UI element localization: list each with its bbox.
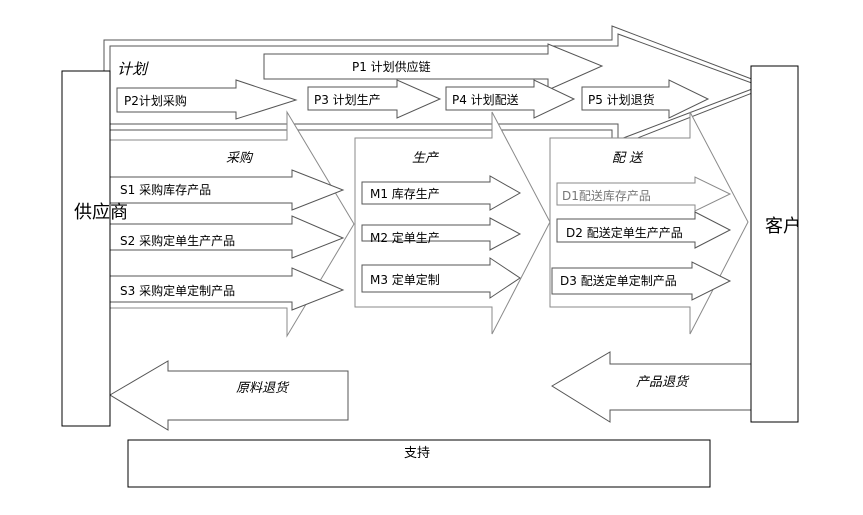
d3-arrow: [551, 261, 732, 301]
d1-arrow: [556, 176, 732, 212]
p3-arrow: [307, 79, 442, 119]
raw-material-return-arrow: [109, 360, 349, 431]
m2-label: M2 定单生产: [370, 230, 440, 245]
p2-label: P2计划采购: [124, 93, 187, 108]
make-title: 生产: [412, 151, 440, 166]
p5-label: P5 计划退货: [588, 92, 655, 107]
plan-title: 计划: [117, 60, 149, 78]
m3-label: M3 定单定制: [370, 272, 440, 287]
support-label: 支持: [404, 446, 430, 461]
s3-arrow: [109, 267, 345, 311]
s1-arrow: [109, 169, 345, 211]
p3-label: P3 计划生产: [314, 93, 381, 107]
p1-label: P1 计划供应链: [352, 59, 431, 74]
s3-label: S3 采购定单定制产品: [120, 283, 235, 298]
source-title: 采购: [226, 151, 254, 166]
supplier-label: 供应商: [74, 202, 128, 223]
s1-label: S1 采购库存产品: [120, 182, 211, 197]
supplier-box: [61, 70, 111, 427]
d2-label: D2 配送定单生产产品: [566, 225, 683, 240]
m1-arrow: [361, 175, 522, 211]
s2-label: S2 采购定单生产产品: [120, 233, 235, 248]
d2-arrow: [556, 211, 732, 249]
product-return-label: 产品退货: [636, 375, 690, 390]
p5-arrow: [581, 79, 710, 119]
p1-arrow: [263, 43, 604, 91]
deliver-title: 配 送: [612, 151, 644, 166]
m3-arrow: [361, 257, 521, 299]
raw-material-return-label: 原料退货: [236, 381, 290, 396]
m1-label: M1 库存生产: [370, 186, 440, 201]
d1-label: D1配送库存产品: [562, 188, 651, 203]
p4-arrow: [445, 79, 576, 119]
customer-box: [750, 65, 799, 423]
make-column-arrow: [354, 111, 551, 335]
d3-label: D3 配送定单定制产品: [560, 273, 677, 288]
p2-arrow: [116, 79, 298, 120]
support-box: [127, 439, 711, 488]
s2-arrow: [109, 215, 345, 259]
m2-arrow: [361, 217, 522, 251]
p4-label: P4 计划配送: [452, 92, 519, 107]
customer-label: 客户: [765, 216, 801, 237]
